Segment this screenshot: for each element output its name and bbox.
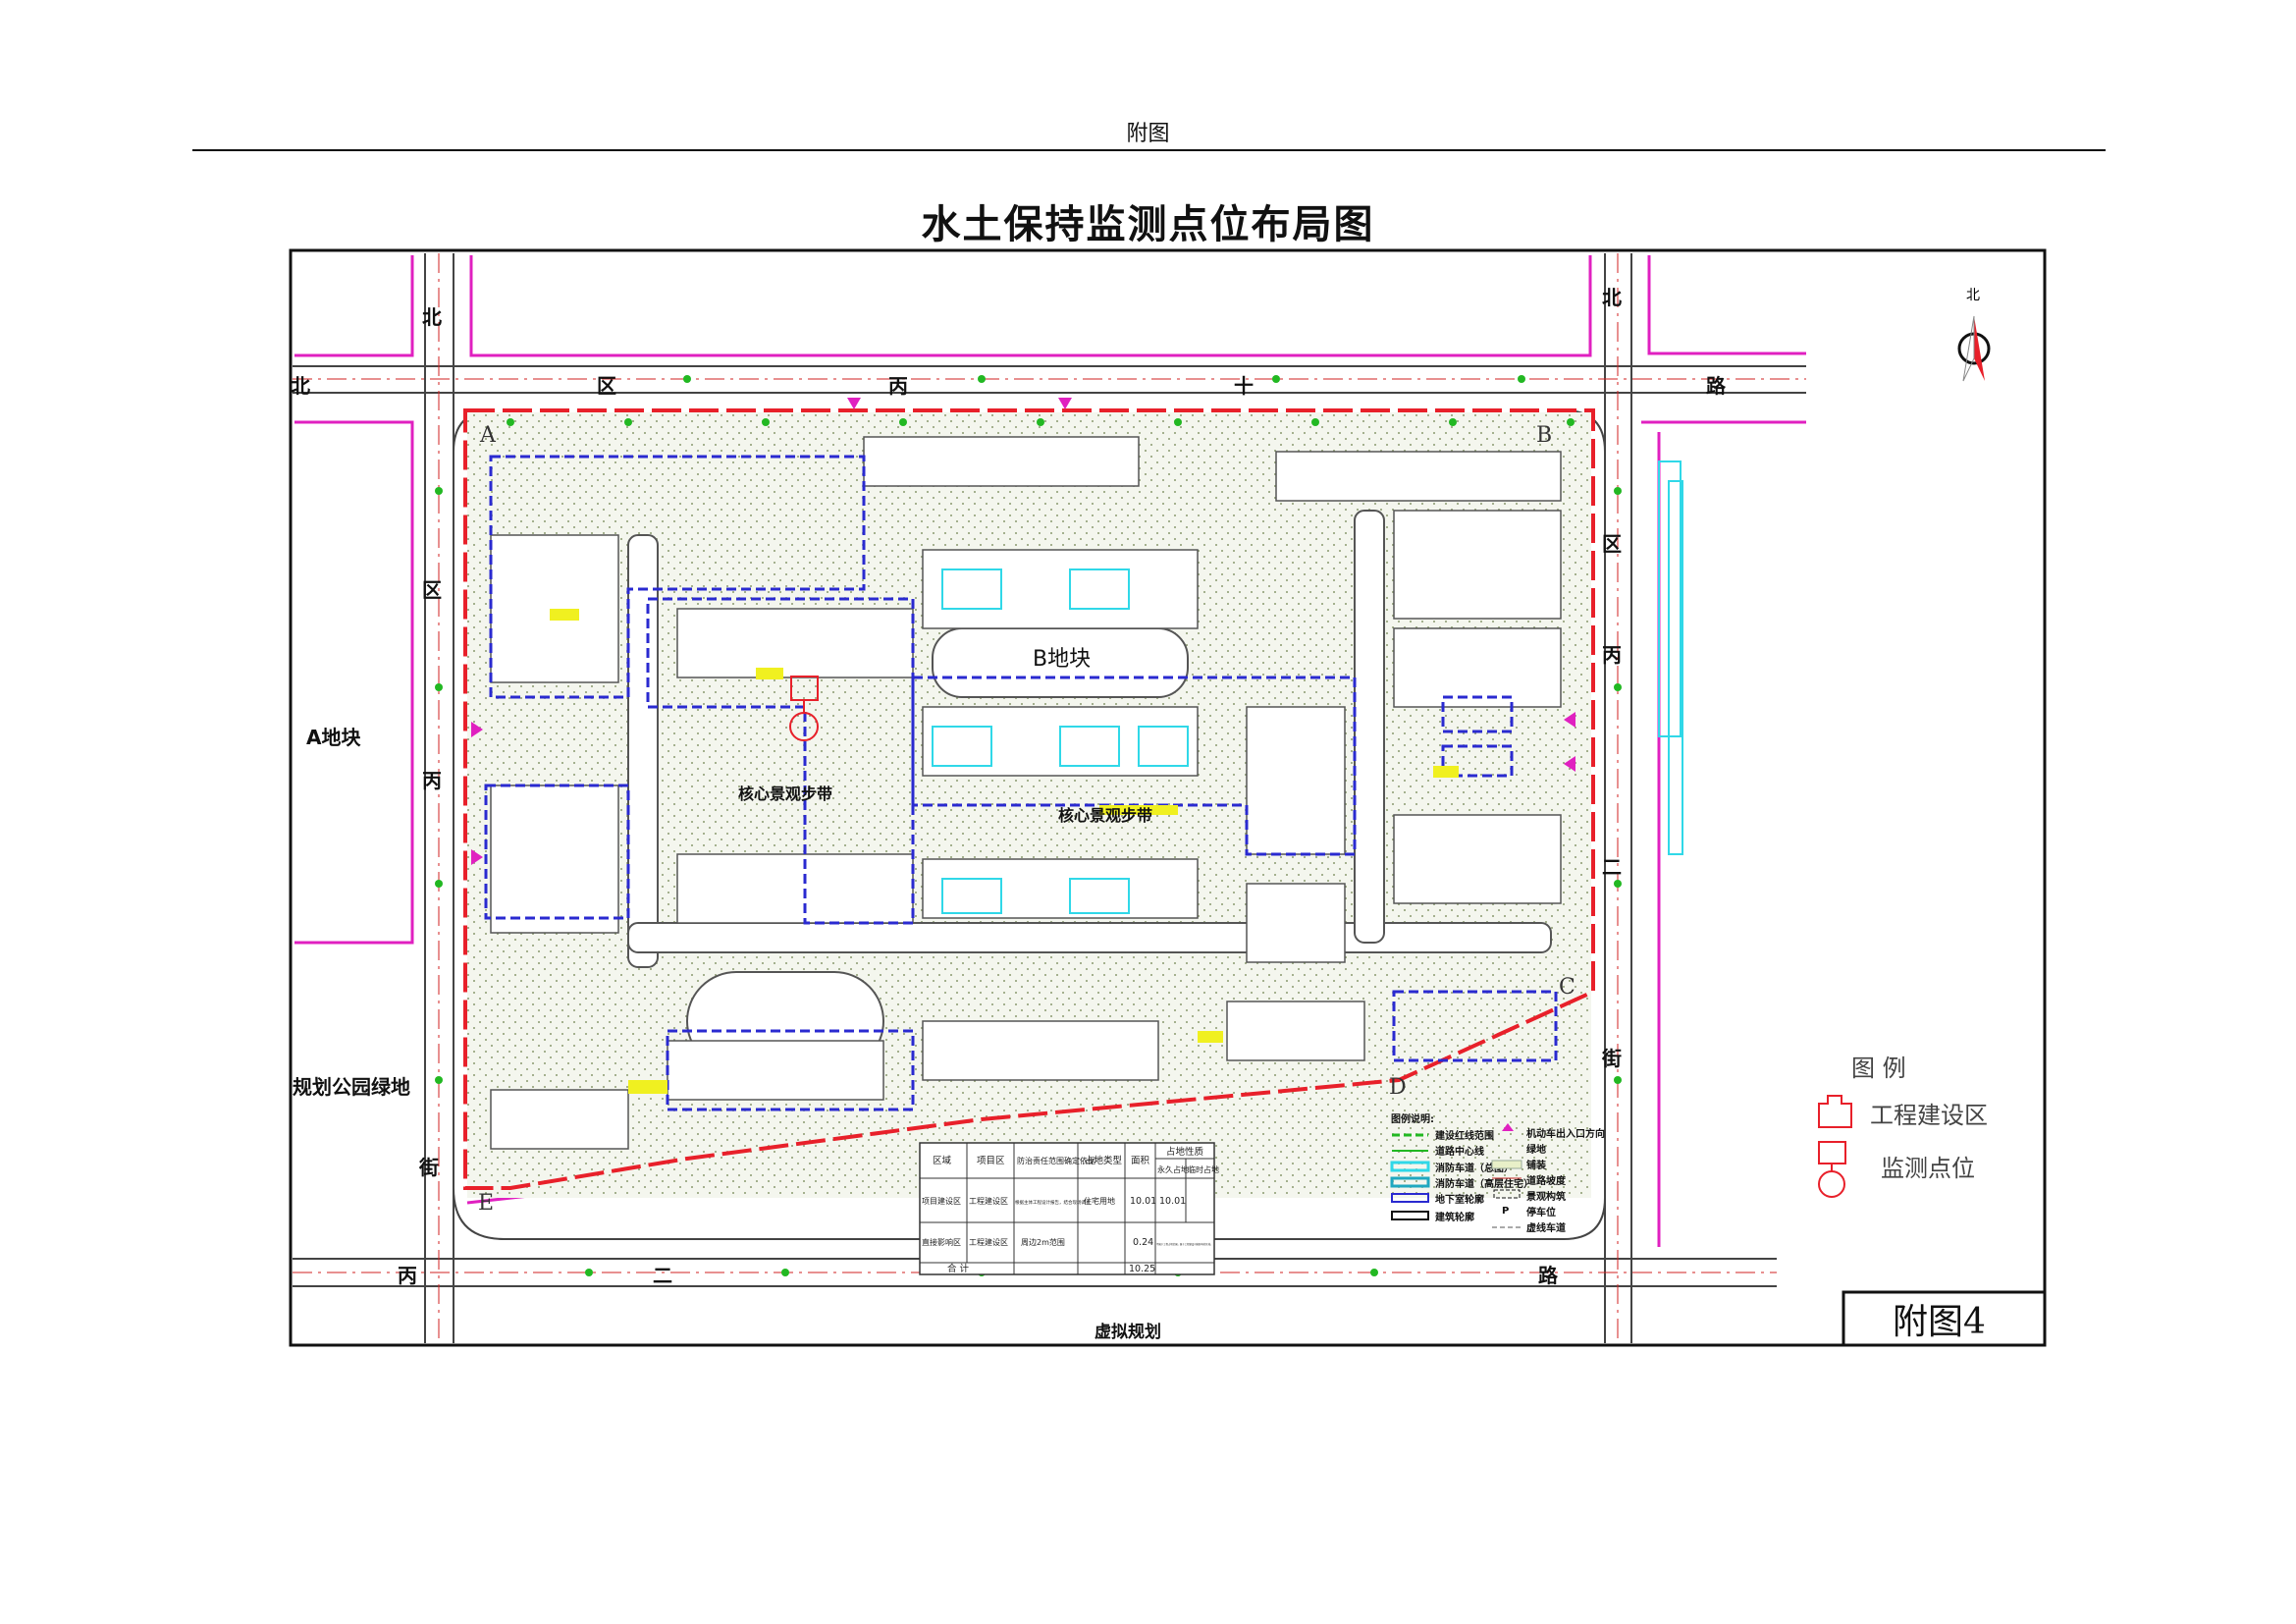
svg-text:景观构筑: 景观构筑 (1526, 1190, 1566, 1203)
drawing-legend: 图例说明: 建设红线范围 道路中心线 消防车道（总图） 消防车道（高层住宅） 地… (1390, 1112, 1605, 1234)
bottom-area-label: 虚拟规划 (1095, 1322, 1161, 1342)
road-label-top: 丙 (888, 374, 908, 398)
core-landscape-label: 核心景观步带 (738, 785, 832, 803)
svg-text:绿地: 绿地 (1526, 1143, 1546, 1156)
entrance-arrows (471, 398, 1575, 865)
legend-title: 图 例 (1851, 1055, 1906, 1082)
table-cell: 住宅用地 (1084, 1196, 1115, 1206)
road-label-right: 区 (1602, 532, 1622, 556)
corner-label: A (479, 423, 497, 448)
monitoring-point-icon (1818, 1141, 1846, 1198)
svg-text:北: 北 (1966, 288, 1980, 303)
table-cell: 10.01 (1159, 1196, 1186, 1207)
table-cell: 工程建设区 (969, 1196, 1008, 1206)
road-label-right: 街 (1601, 1047, 1622, 1070)
roads (293, 253, 1806, 1343)
monitoring-point-marker (789, 676, 819, 741)
svg-text:建筑轮廓: 建筑轮廓 (1434, 1211, 1474, 1223)
road-label-right: 丙 (1602, 643, 1622, 667)
figure-label: 附图4 (1893, 1302, 1986, 1342)
legend: 图 例 工程建设区 监测点位 (1818, 1055, 1988, 1198)
table-cell: 不属于工程占地范围，属于工程建设可能影响的区域。 (1156, 1242, 1212, 1246)
road-label-left: 丙 (422, 769, 442, 792)
svg-text:图例说明:: 图例说明: (1391, 1112, 1434, 1125)
underground-zones (484, 455, 1558, 1111)
table-header: 占地性质 (1166, 1146, 1204, 1158)
table-total-value: 10.25 (1129, 1264, 1155, 1274)
svg-text:停车位: 停车位 (1526, 1206, 1556, 1218)
table-header: 占地类型 (1085, 1155, 1123, 1166)
construction-zone-icon (1818, 1095, 1852, 1128)
table-cell: 根据主体工程设计报告，结合现场调查 (1015, 1199, 1091, 1206)
road-label-top: 路 (1706, 374, 1727, 398)
road-label-left: 街 (418, 1156, 439, 1179)
svg-text:地下室轮廓: 地下室轮廓 (1435, 1193, 1484, 1206)
svg-text:消防车道（高层住宅）: 消防车道（高层住宅） (1435, 1177, 1533, 1190)
road-label-top: 十 (1234, 374, 1254, 398)
svg-text:建设红线范围: 建设红线范围 (1434, 1129, 1494, 1142)
buildings (490, 436, 1562, 1150)
building-cores (932, 460, 1683, 914)
svg-text:虚线车道: 虚线车道 (1526, 1221, 1566, 1234)
svg-text:P: P (1502, 1206, 1509, 1217)
table-cell: 项目建设区 (922, 1196, 961, 1206)
road-label-bottom: 丙 (398, 1264, 417, 1287)
figure-label-box (1842, 1290, 2047, 1347)
legend-label: 监测点位 (1881, 1155, 1975, 1182)
header-label: 附图 (1126, 122, 1170, 146)
table-header: 防治责任范围确定依据 (1017, 1156, 1095, 1165)
road-label-bottom: 二 (653, 1264, 672, 1287)
table-subheader: 永久占地 (1157, 1164, 1189, 1174)
table-header: 区域 (933, 1155, 952, 1166)
block-a-label: A地块 (306, 726, 361, 749)
road-label-right: 二 (1602, 855, 1622, 879)
table-cell: 周边2m范围 (1021, 1237, 1065, 1247)
table-subheader: 临时占地 (1188, 1164, 1219, 1174)
legend-label: 工程建设区 (1870, 1102, 1988, 1129)
table-header: 面积 (1131, 1155, 1150, 1166)
svg-text:铺装: 铺装 (1526, 1159, 1546, 1171)
road-label-top: 区 (597, 374, 616, 398)
table-total-label: 合 计 (947, 1263, 970, 1274)
table-cell: 10.01 (1130, 1196, 1156, 1207)
table-header: 项目区 (977, 1156, 1005, 1166)
road-centerlines (293, 253, 1806, 1343)
responsibility-table: 区域 项目区 防治责任范围确定依据 占地类型 面积 占地性质 永久占地 临时占地… (919, 1142, 1219, 1275)
header-divider (192, 149, 2106, 151)
corner-label: B (1536, 423, 1552, 448)
road-label-left: 北 (422, 305, 442, 329)
road-label-top: 北 (291, 374, 310, 398)
corner-label: C (1559, 975, 1575, 1000)
annotation-markers (550, 609, 1459, 1094)
road-label-bottom: 路 (1538, 1264, 1559, 1287)
block-b-label: B地块 (1033, 647, 1091, 672)
svg-text:机动车出入口方向: 机动车出入口方向 (1526, 1127, 1605, 1140)
corner-label: D (1389, 1075, 1407, 1100)
park-label: 规划公园绿地 (293, 1075, 410, 1099)
corner-label: E (478, 1191, 494, 1216)
elevation-points (435, 375, 1622, 1276)
road-label-left: 区 (422, 578, 442, 602)
road-label-right: 北 (1602, 286, 1622, 309)
svg-text:道路中心线: 道路中心线 (1435, 1145, 1484, 1158)
table-cell: 0.24 (1133, 1237, 1153, 1248)
svg-text:道路坡度: 道路坡度 (1526, 1174, 1567, 1187)
table-cell: 直接影响区 (922, 1237, 961, 1247)
page-title: 水土保持监测点位布局图 (921, 201, 1375, 247)
table-cell: 工程建设区 (969, 1237, 1008, 1247)
core-landscape-label: 核心景观步带 (1058, 806, 1152, 825)
north-arrow-icon: 北 (1957, 288, 1991, 382)
site-boundary (463, 408, 1595, 1190)
